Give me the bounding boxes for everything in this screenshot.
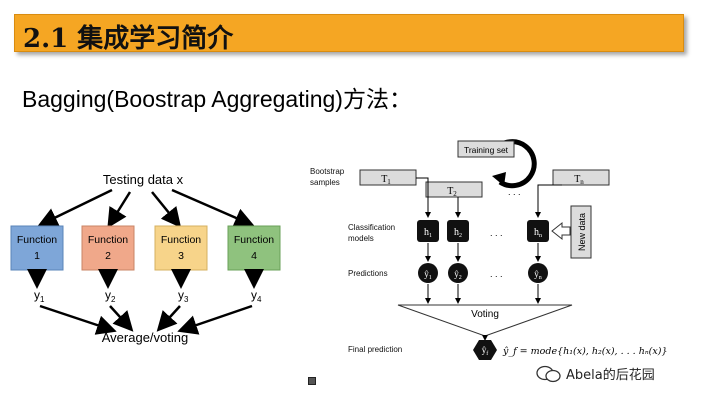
function-3-label: Function	[161, 234, 201, 246]
output-y1: y1	[34, 288, 45, 304]
slide-marker	[308, 377, 316, 385]
function-box-3: Function 3	[154, 225, 208, 271]
watermark-text: Abela的后花园	[566, 368, 655, 383]
sample-t1: T1	[359, 169, 417, 186]
bagging-function-diagram: Testing data x Function 1 Function 2 Fun…	[10, 172, 281, 345]
model-hn: hn	[527, 220, 549, 242]
function-box-4: Function 4	[227, 225, 281, 271]
svg-text:ŷ2: ŷ2	[454, 269, 462, 281]
samples-label: samples	[310, 178, 340, 187]
svg-text:T2: T2	[447, 186, 457, 198]
output-y3: y3	[178, 288, 189, 304]
prediction-y1: ŷ1	[418, 263, 438, 283]
prediction-yn: ŷn	[528, 263, 548, 283]
svg-text:hn: hn	[534, 227, 542, 239]
svg-text:ŷ1: ŷ1	[424, 269, 432, 281]
bootstrap-label: Bootstrap	[310, 167, 345, 176]
average-voting-label: Average/voting	[102, 330, 189, 345]
watermark: Abela的后花园	[536, 364, 655, 383]
bagging-pipeline-diagram: Training set Bootstrap samples Classific…	[310, 139, 667, 360]
testing-data-label: Testing data x	[103, 172, 184, 187]
function-3-num: 3	[178, 250, 184, 262]
svg-text:h1: h1	[424, 227, 432, 239]
sample-tn: Tn	[552, 169, 610, 186]
voting-funnel: Voting	[397, 304, 573, 337]
function-4-num: 4	[251, 250, 257, 262]
model-prediction-arrows	[425, 243, 541, 262]
svg-text:Tn: Tn	[574, 174, 584, 186]
svg-text:ŷf: ŷf	[482, 345, 489, 357]
prediction-y2: ŷ2	[448, 263, 468, 283]
voting-label: Voting	[471, 309, 499, 320]
function-2-num: 2	[105, 250, 111, 262]
input-arrows	[37, 188, 255, 229]
sample-dots: . . .	[508, 187, 521, 197]
slide-subtitle: Bagging(Boostrap Aggregating)方法：	[22, 86, 412, 112]
model-h1: h1	[417, 220, 439, 242]
predictions-label: Predictions	[348, 269, 388, 278]
function-2-label: Function	[88, 234, 128, 246]
output-y2: y2	[105, 288, 116, 304]
sample-model-arrows	[416, 177, 562, 218]
aggregate-arrows	[39, 304, 253, 335]
prediction-voting-arrows	[425, 284, 541, 304]
function-1-label: Function	[17, 234, 57, 246]
title-bar: 2.1 集成学习简介	[14, 14, 684, 54]
wechat-icon	[536, 365, 562, 383]
function-4-label: Function	[234, 234, 274, 246]
function-1-num: 1	[34, 250, 40, 262]
models-label: models	[348, 234, 374, 243]
slide-title: 2.1 集成学习简介	[23, 24, 234, 54]
model-h2: h2	[447, 220, 469, 242]
sample-t2: T2	[425, 181, 483, 198]
new-data-label: New data	[577, 213, 587, 251]
training-set-box	[457, 140, 515, 158]
classification-label: Classification	[348, 223, 395, 232]
model-dots: . . .	[490, 228, 503, 238]
prediction-dots: . . .	[490, 269, 503, 279]
svg-text:h2: h2	[454, 227, 462, 239]
function-box-2: Function 2	[81, 225, 135, 271]
final-formula: ŷ_f = mode{h₁(x), h₂(x), . . . hₙ(x)}	[502, 346, 667, 357]
svg-text:ŷn: ŷn	[534, 269, 542, 281]
training-set-label: Training set	[464, 145, 509, 155]
new-data-input: New data	[551, 205, 592, 259]
svg-text:T1: T1	[381, 174, 391, 186]
function-box-1: Function 1	[10, 225, 64, 271]
final-prediction-node: ŷf	[473, 340, 497, 360]
function-to-output-arrows	[27, 269, 264, 289]
final-prediction-label: Final prediction	[348, 345, 402, 354]
output-y4: y4	[251, 288, 262, 304]
